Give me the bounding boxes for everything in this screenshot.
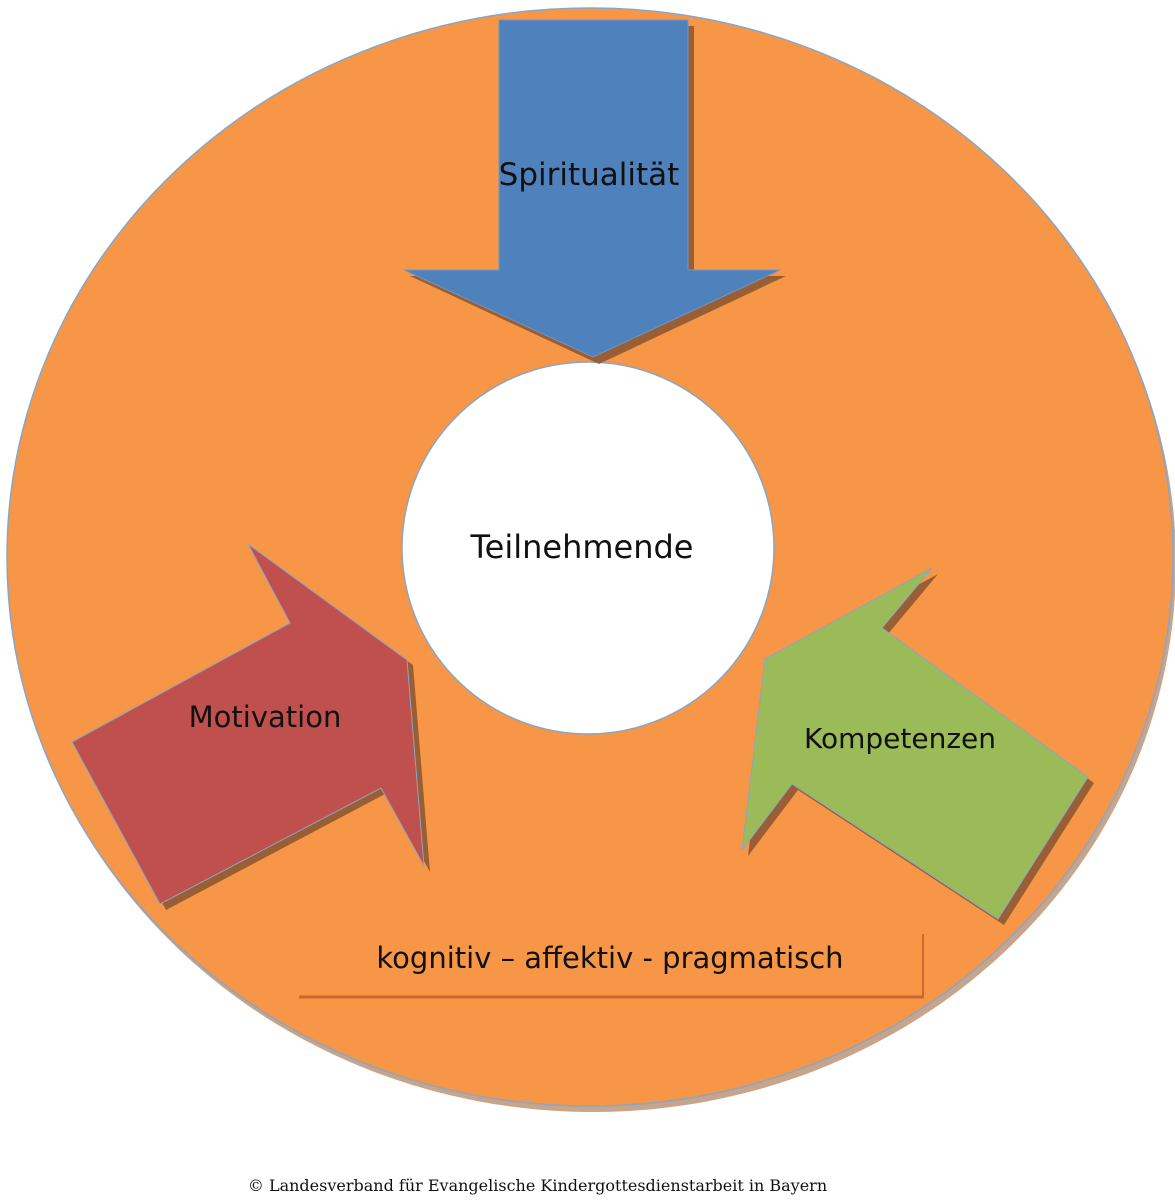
copyright-notice: © Landesverband für Evangelische Kinderg… (247, 1176, 828, 1195)
dimensions-label: kognitiv – affektiv - pragmatisch (376, 941, 843, 975)
kompetenzen-arrow (741, 567, 1089, 920)
center-circle (401, 361, 775, 735)
motivation-arrow (71, 543, 425, 905)
spiritualitaet-arrow (403, 19, 781, 358)
kompetenzen-label: Kompetenzen (804, 722, 996, 755)
center-label: Teilnehmende (470, 528, 694, 566)
spiritualitaet-label: Spiritualität (499, 157, 680, 193)
motivation-label: Motivation (189, 700, 342, 734)
